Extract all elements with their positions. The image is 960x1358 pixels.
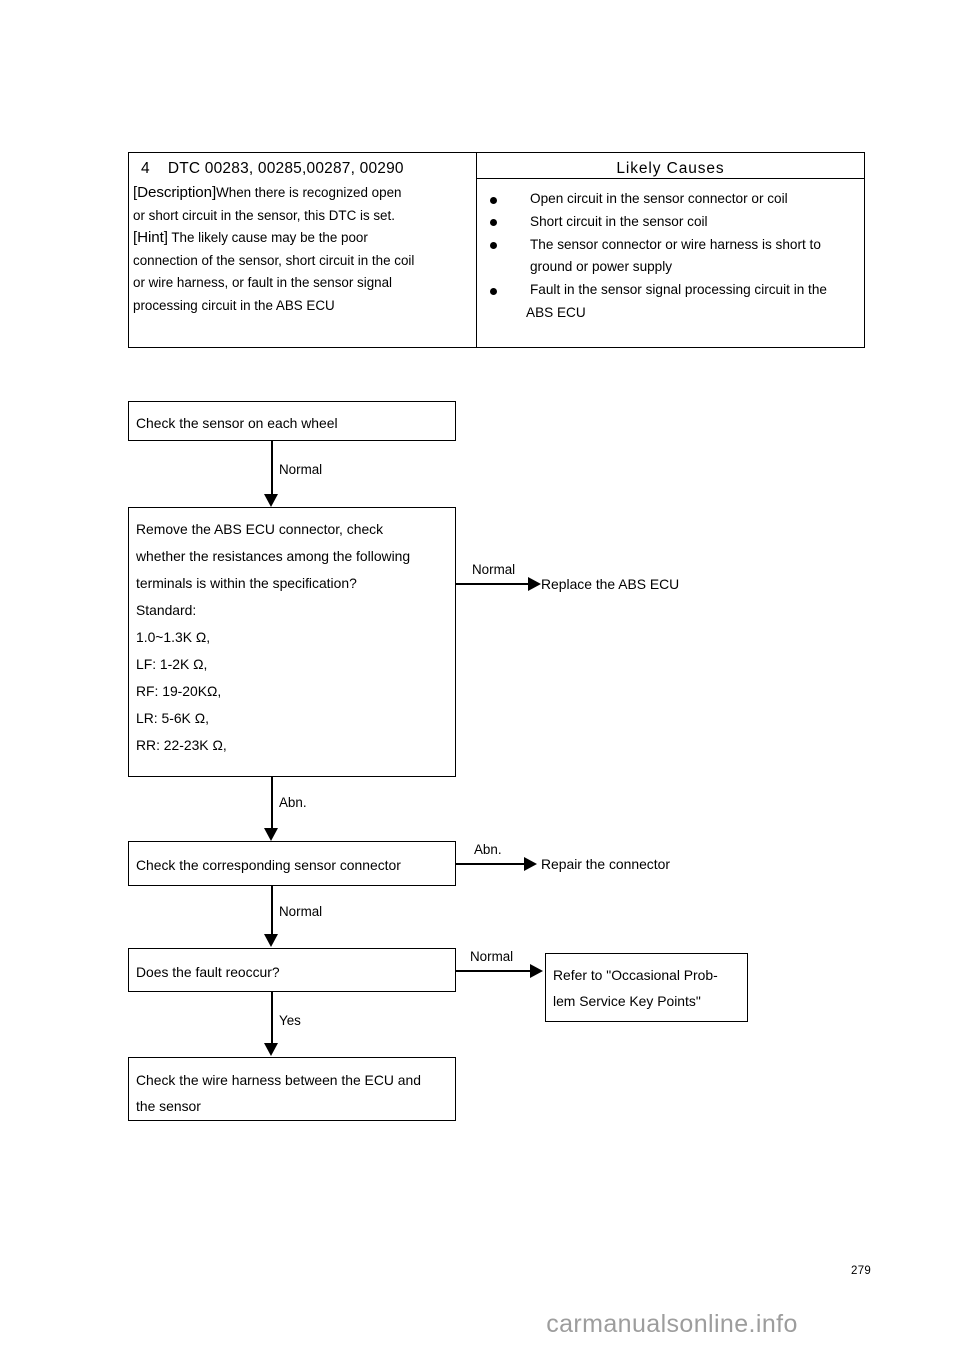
step-text-line-3: terminals is within the specification? [136, 575, 357, 591]
connector-line [456, 583, 530, 585]
edge-label-abn-2: Abn. [474, 842, 502, 857]
flowchart-result-repair-connector: Repair the connector [541, 856, 670, 872]
result-text-line-2: lem Service Key Points" [553, 993, 701, 1009]
step-text-line-1: Check the wire harness between the ECU a… [136, 1072, 421, 1088]
step-text: Check the sensor on each wheel [136, 415, 338, 431]
list-item: The sensor connector or wire harness is … [477, 234, 864, 280]
description-label: [Description] [133, 184, 217, 201]
dtc-table: 4 DTC 00283, 00285,00287, 00290 [Descript… [128, 152, 865, 348]
arrow-down-icon [264, 494, 278, 507]
description-line-1: When there is recognized open [216, 185, 402, 200]
watermark: carmanualsonline.info [546, 1310, 798, 1338]
cause-text-continued: ground or power supply [530, 259, 673, 275]
spec-line-rr: RR: 22-23K Ω, [136, 737, 227, 753]
flowchart-step-check-harness: Check the wire harness between the ECU a… [128, 1057, 456, 1121]
flowchart-result-occasional-problem: Refer to "Occasional Prob- lem Service K… [545, 953, 748, 1022]
connector-line [271, 992, 273, 1043]
arrow-down-icon [264, 828, 278, 841]
step-text-line-1: Remove the ABS ECU connector, check [136, 521, 384, 537]
spec-line-lf: LF: 1-2K Ω, [136, 656, 208, 672]
list-item: Open circuit in the sensor connector or … [477, 188, 864, 211]
edge-label-abn-1: Abn. [279, 795, 307, 810]
hint-line-3: or wire harness, or fault in the sensor … [133, 275, 393, 291]
hint-label: [Hint] [133, 229, 168, 247]
hint-line-4: processing circuit in the ABS ECU [133, 297, 335, 313]
hint-line-1: The likely cause may be the poor [167, 230, 368, 246]
step-text: Does the fault reoccur? [136, 964, 280, 980]
connector-line [456, 970, 532, 972]
dtc-description-cell: [Description]When there is recognized op… [129, 178, 476, 318]
flowchart-step-check-resistance: Remove the ABS ECU connector, check whet… [128, 507, 456, 777]
arrow-down-icon [264, 934, 278, 947]
cause-text-continued: ABS ECU [526, 304, 586, 320]
edge-label-yes: Yes [279, 1013, 301, 1028]
step-text-line-2: whether the resistances among the follow… [136, 548, 411, 564]
arrow-right-icon [528, 577, 541, 591]
connector-line [271, 777, 273, 829]
cause-text: Open circuit in the sensor connector or … [530, 191, 788, 206]
flowchart-result-replace-ecu: Replace the ABS ECU [541, 576, 680, 592]
flowchart-step-check-connector: Check the corresponding sensor connector [128, 841, 456, 886]
edge-label-normal-3: Normal [279, 904, 323, 919]
spec-line-lr: LR: 5-6K Ω, [136, 710, 209, 726]
description-line-2: or short circuit in the sensor, this DTC… [133, 207, 395, 223]
connector-line [271, 441, 273, 495]
dtc-table-left-column: 4 DTC 00283, 00285,00287, 00290 [Descript… [129, 153, 477, 347]
bullet-icon [490, 219, 497, 227]
arrow-right-icon [524, 857, 537, 871]
likely-causes-title: Likely Causes [477, 153, 864, 179]
cause-text: Fault in the sensor signal processing ci… [530, 282, 827, 298]
dtc-table-right-column: Likely Causes Open circuit in the sensor… [477, 153, 864, 347]
cause-text: Short circuit in the sensor coil [530, 213, 708, 229]
edge-label-normal-1: Normal [279, 462, 323, 477]
dtc-header-cell: 4 DTC 00283, 00285,00287, 00290 [129, 153, 476, 178]
arrow-right-icon [530, 964, 543, 978]
cause-text: The sensor connector or wire harness is … [530, 236, 821, 252]
bullet-icon [490, 196, 497, 204]
step-text: Check the corresponding sensor connector [136, 857, 401, 873]
connector-line [456, 863, 526, 865]
step-text-line-4: Standard: [136, 602, 197, 618]
dtc-codes: DTC 00283, 00285,00287, 00290 [167, 160, 404, 177]
flowchart-step-check-sensor: Check the sensor on each wheel [128, 401, 456, 441]
arrow-down-icon [264, 1043, 278, 1056]
edge-label-normal-4: Normal [470, 949, 514, 964]
bullet-icon [490, 242, 497, 250]
bullet-icon [490, 287, 497, 295]
likely-causes-list: Open circuit in the sensor connector or … [477, 179, 864, 325]
list-item: Fault in the sensor signal processing ci… [477, 279, 864, 325]
dtc-item-number: 4 [141, 160, 150, 177]
connector-line [271, 886, 273, 935]
result-text-line-1: Refer to "Occasional Prob- [553, 967, 718, 983]
step-text-line-2: the sensor [136, 1098, 201, 1114]
hint-line-2: connection of the sensor, short circuit … [133, 252, 415, 268]
spec-line-overall: 1.0~1.3K Ω, [136, 629, 211, 645]
page-number: 279 [851, 1265, 872, 1277]
flowchart-step-fault-reoccur: Does the fault reoccur? [128, 948, 456, 992]
list-item: Short circuit in the sensor coil [477, 211, 864, 234]
spec-line-rf: RF: 19-20KΩ, [136, 683, 222, 699]
edge-label-normal-2: Normal [472, 562, 516, 577]
